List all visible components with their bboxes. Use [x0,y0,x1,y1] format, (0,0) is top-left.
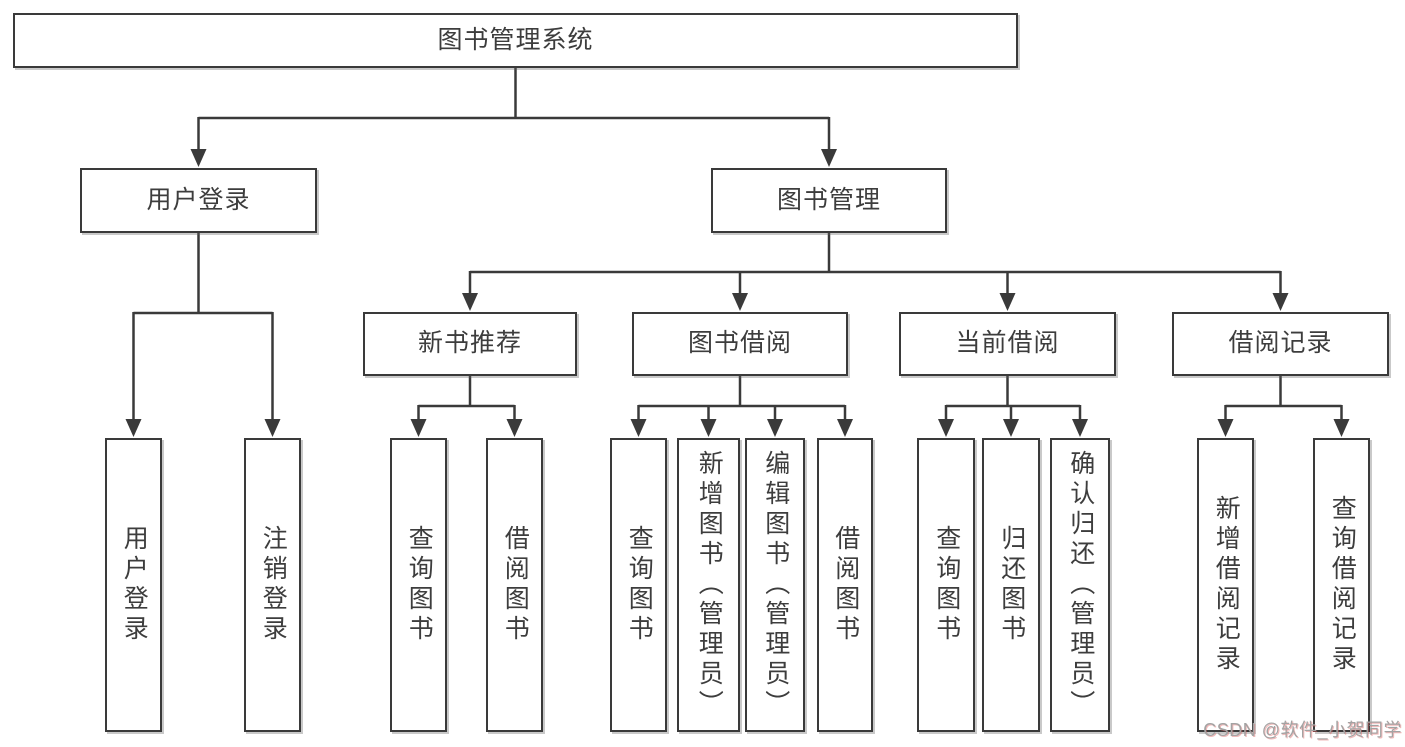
leaf-add-books-admin: 新增图书（管理员） [677,438,740,732]
node-user-login: 用户登录 [80,168,317,233]
leaf-user-login: 用户登录 [105,438,162,732]
connector-user-login-children [125,231,281,437]
node-library-management-system: 图书管理系统 [13,13,1018,68]
leaf-borrow-books-recommend: 借阅图书 [486,438,543,732]
connector-new-book-recommend-children [410,374,523,437]
node-current-borrow: 当前借阅 [899,312,1116,376]
leaf-edit-books-admin: 编辑图书（管理员） [745,438,805,732]
leaf-query-books-recommend: 查询图书 [390,438,447,732]
connector-book-mgmt-sections [462,231,1289,311]
node-borrow-record: 借阅记录 [1172,312,1389,376]
leaf-query-books-current: 查询图书 [917,438,975,732]
connector-book-borrow-children [630,374,853,437]
node-new-book-recommend: 新书推荐 [363,312,577,376]
connector-borrow-record-children [1217,374,1350,437]
leaf-confirm-return-admin: 确认归还（管理员） [1050,438,1110,732]
leaf-return-books: 归还图书 [982,438,1040,732]
leaf-borrow-books: 借阅图书 [817,438,873,732]
node-book-borrow: 图书借阅 [632,312,848,376]
leaf-add-borrow-record: 新增借阅记录 [1197,438,1254,732]
leaf-query-books-borrow: 查询图书 [610,438,667,732]
node-book-management: 图书管理 [711,168,947,233]
leaf-query-borrow-record: 查询借阅记录 [1313,438,1370,732]
connector-root-to-level2 [190,67,837,167]
connector-current-borrow-children [938,374,1088,437]
csdn-watermark: CSDN @软件_小贺同学 [1203,720,1402,740]
leaf-logout: 注销登录 [244,438,301,732]
